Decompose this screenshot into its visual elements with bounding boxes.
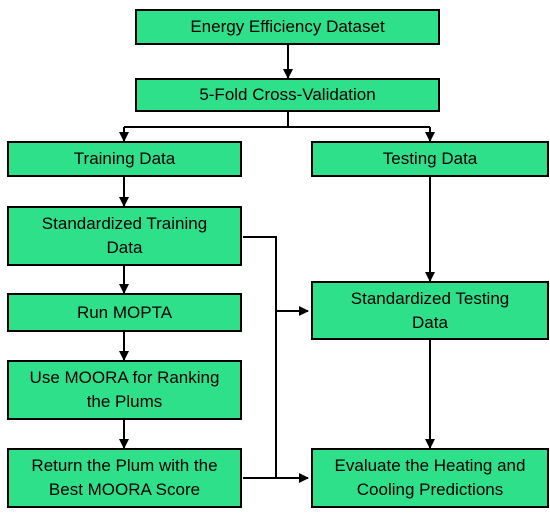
node-label: Evaluate the Heating and Cooling Predict… [334,456,526,499]
node-evaluate-predictions: Evaluate the Heating and Cooling Predict… [311,448,549,508]
arrow-std-training-to-bus [243,236,277,478]
arrow-cv-split [124,112,430,128]
node-standardized-training-data: Standardized Training Data [7,206,242,266]
node-label: Standardized Training Data [41,214,208,257]
node-label: Standardized Testing Data [350,288,510,332]
node-label: 5-Fold Cross-Validation [199,85,376,104]
node-label: Run MOPTA [76,302,173,322]
node-label: Use MOORA for Ranking the Plums [29,368,220,411]
node-run-mopta: Run MOPTA [7,293,242,332]
node-use-moora-ranking: Use MOORA for Ranking the Plums [7,360,242,420]
node-energy-efficiency-dataset: Energy Efficiency Dataset [135,9,440,45]
node-cross-validation: 5-Fold Cross-Validation [135,78,440,112]
node-label: Return the Plum with the Best MOORA Scor… [31,456,218,499]
node-label: Testing Data [382,149,478,168]
node-standardized-testing-data: Standardized Testing Data [311,281,549,340]
node-testing-data: Testing Data [311,141,549,177]
node-label: Training Data [73,149,176,168]
node-training-data: Training Data [7,141,242,177]
node-label: Energy Efficiency Dataset [190,17,385,36]
node-return-best-plum: Return the Plum with the Best MOORA Scor… [7,448,242,508]
